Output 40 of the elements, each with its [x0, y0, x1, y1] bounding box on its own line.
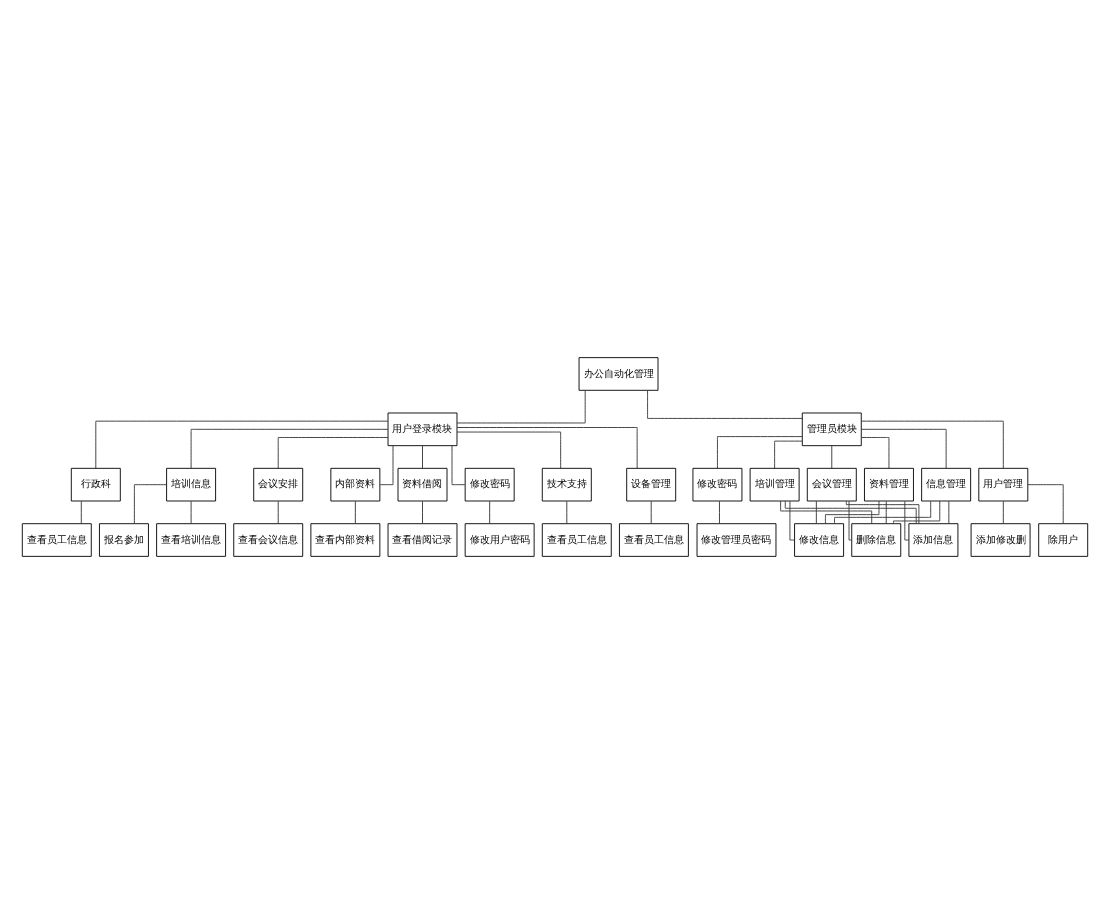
connector	[456, 389, 586, 423]
connector	[717, 435, 803, 468]
connector	[379, 444, 394, 485]
connector	[815, 499, 817, 523]
connector	[133, 483, 167, 523]
connector	[647, 389, 803, 418]
connector	[190, 427, 389, 468]
connector	[789, 499, 795, 540]
connector	[650, 499, 652, 523]
connector	[860, 436, 890, 468]
connector	[780, 499, 873, 523]
connector	[774, 439, 803, 468]
connector	[451, 444, 466, 485]
connector	[566, 499, 568, 523]
connector	[904, 499, 910, 540]
connector	[354, 499, 356, 523]
connector	[489, 499, 491, 523]
connector	[824, 499, 880, 523]
connector	[948, 499, 950, 523]
connector	[719, 499, 720, 523]
connector	[1027, 483, 1064, 523]
connector	[861, 419, 1004, 468]
connector	[885, 499, 887, 523]
connector	[277, 499, 279, 523]
connector	[784, 499, 917, 523]
connector	[848, 499, 852, 540]
connector	[456, 426, 638, 468]
connector	[893, 499, 941, 524]
connector	[861, 427, 947, 468]
connector	[1002, 499, 1004, 523]
connector	[95, 419, 389, 468]
connector	[277, 436, 389, 468]
connector	[80, 499, 82, 523]
connector	[845, 499, 920, 524]
connector	[422, 444, 423, 468]
connector	[834, 499, 932, 523]
connector	[831, 444, 833, 468]
connector	[422, 499, 423, 523]
connector	[456, 430, 562, 468]
connector	[190, 499, 192, 523]
